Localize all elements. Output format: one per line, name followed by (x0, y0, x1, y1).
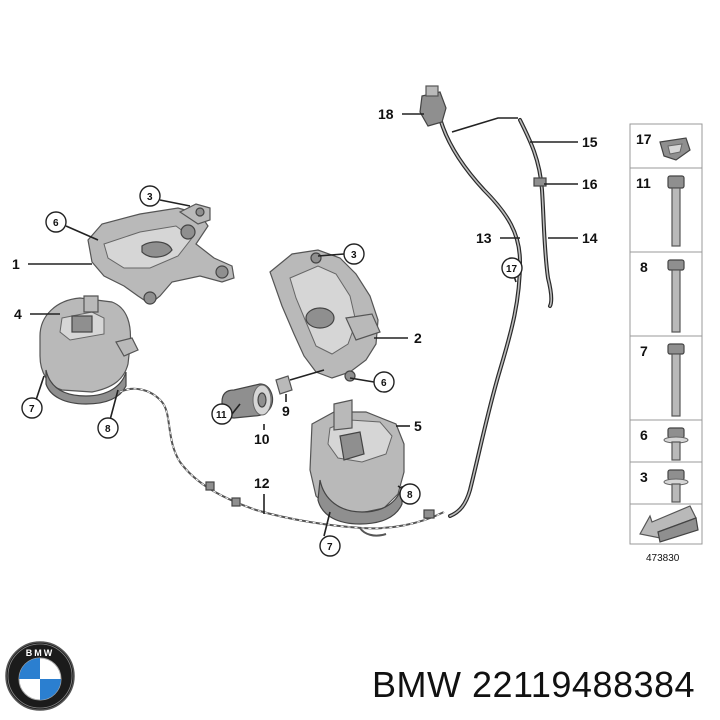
callout-2: 2 (414, 330, 422, 346)
panel-label-7: 7 (640, 343, 648, 359)
left-engine-mount (39, 295, 139, 405)
panel-label-17: 17 (636, 131, 652, 147)
panel-label-3: 3 (640, 469, 648, 485)
callout-4: 4 (14, 306, 22, 322)
hose-clamp (533, 177, 547, 187)
panel-label-8: 8 (640, 259, 648, 275)
callout-8b: 8 (407, 490, 413, 501)
callout-18: 18 (378, 106, 394, 122)
callout-3b: 3 (351, 250, 357, 261)
spacer-washer (275, 369, 325, 395)
part-number-label: BMW 22119488384 (372, 664, 696, 705)
callout-6a: 6 (53, 218, 59, 229)
callout-7a: 7 (29, 404, 35, 415)
bmw-logo-letters: BMW (26, 648, 55, 658)
bmw-logo: BMW (5, 641, 75, 711)
callout-15: 15 (582, 134, 598, 150)
callout-8a: 8 (105, 424, 111, 435)
callout-14: 14 (582, 230, 598, 246)
callout-12: 12 (254, 475, 270, 491)
diagram-code: 473830 (646, 553, 680, 564)
hose-connector (419, 85, 447, 127)
callout-1: 1 (12, 256, 20, 272)
callout-3a: 3 (147, 192, 153, 203)
callout-13: 13 (476, 230, 492, 246)
callout-7b: 7 (327, 542, 333, 553)
fastener-panel: 473830 (629, 123, 703, 564)
callout-11: 11 (216, 410, 227, 421)
wiring-harness (119, 387, 445, 537)
callout-10: 10 (254, 431, 270, 447)
vacuum-hose-main (438, 116, 523, 518)
engine-bracket (87, 203, 235, 305)
callout-6b: 6 (381, 378, 387, 389)
callout-16: 16 (582, 176, 598, 192)
right-engine-mount (309, 399, 405, 525)
callout-17: 17 (506, 264, 518, 275)
callout-5: 5 (414, 418, 422, 434)
gearbox-bracket (269, 249, 381, 382)
panel-label-11: 11 (636, 175, 651, 191)
callout-9: 9 (282, 403, 290, 419)
panel-label-6: 6 (640, 427, 648, 443)
vacuum-hose-branch (451, 117, 554, 308)
